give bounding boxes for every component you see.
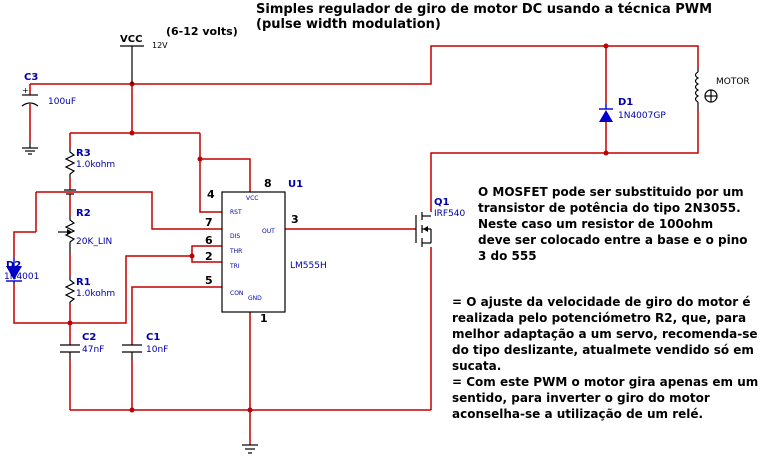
pin-name-dis: DIS: [230, 233, 240, 240]
diode-d1: D1 1N4007GP: [599, 97, 666, 122]
pin-name-thr: THR: [229, 248, 242, 255]
c3-ref: C3: [24, 72, 38, 83]
diagram-title: Simples regulador de giro de motor DC us…: [256, 2, 713, 32]
vcc-symbol: VCC 12V (6-12 volts): [120, 25, 238, 84]
mosfet-q1: Q1 IRF540: [415, 197, 466, 247]
q1-value: IRF540: [434, 209, 466, 219]
note-adjust-text-1: = O ajuste da velocidade de giro do moto…: [452, 295, 758, 373]
pin-3: 3: [291, 213, 299, 226]
note-mosfet-text: O MOSFET pode ser substituido por um tra…: [478, 185, 748, 263]
c2-value: 47nF: [82, 345, 104, 355]
pin-8: 8: [264, 177, 272, 190]
pin-5: 5: [205, 274, 213, 287]
pin-6: 6: [205, 234, 213, 247]
wires: [13, 45, 699, 445]
c1-ref: C1: [146, 332, 160, 343]
r3-ref: R3: [76, 148, 91, 159]
vcc-label: VCC: [120, 34, 142, 45]
resistor-r3: R3 1.0kohm: [64, 148, 115, 178]
r1-ref: R1: [76, 277, 91, 288]
pin-name-gnd: GND: [248, 295, 262, 302]
c2-ref: C2: [82, 332, 96, 343]
r3-value: 1.0kohm: [76, 160, 115, 170]
c3-value: 100uF: [48, 97, 76, 107]
pin-name-rst: RST: [230, 209, 242, 216]
d1-value: 1N4007GP: [618, 111, 666, 121]
u1-value: LM555H: [290, 261, 327, 271]
pin-name-out: OUT: [262, 228, 275, 235]
ground-symbol: [242, 444, 258, 454]
pin-name-con: CON: [230, 290, 243, 297]
r1-value: 1.0kohm: [76, 289, 115, 299]
r2-value: 20K_LIN: [76, 237, 112, 247]
note-adjust-text-2: = Com este PWM o motor gira apenas em um…: [452, 375, 759, 421]
pin-2: 2: [205, 250, 213, 263]
diode-d2: D2 1N4001: [4, 258, 39, 284]
vcc-range: (6-12 volts): [166, 25, 238, 38]
pin-7: 7: [205, 216, 213, 229]
capacitor-c3: + C3 100uF: [21, 72, 76, 155]
r2-ref: R2: [76, 208, 91, 219]
d2-ref: D2: [6, 260, 21, 271]
q1-ref: Q1: [434, 197, 450, 208]
junction-dots: [67, 43, 609, 413]
ic-u1-555: U1 LM555H VCC RST DIS THR TRI CON GND OU…: [205, 177, 327, 325]
d1-ref: D1: [618, 97, 633, 108]
capacitor-c2: C2 47nF: [60, 332, 104, 360]
pin-name-vcc: VCC: [246, 195, 258, 202]
motor-symbol: MOTOR: [694, 68, 750, 110]
motor-label: MOTOR: [716, 77, 750, 87]
pin-name-tri: TRI: [229, 263, 240, 270]
vcc-voltage: 12V: [152, 41, 168, 50]
potentiometer-r2: R2 20K_LIN: [58, 189, 112, 253]
note-adjust: = O ajuste da velocidade de giro do moto…: [452, 294, 762, 422]
note-mosfet: O MOSFET pode ser substituido por um tra…: [478, 184, 748, 264]
c1-value: 10nF: [146, 345, 168, 355]
pin-4: 4: [207, 188, 215, 201]
resistor-r1: R1 1.0kohm: [64, 276, 115, 304]
u1-ref: U1: [288, 179, 303, 190]
d2-value: 1N4001: [4, 272, 39, 282]
pin-1: 1: [260, 312, 268, 325]
c3-plus: +: [22, 86, 29, 95]
capacitor-c1: C1 10nF: [122, 332, 168, 360]
